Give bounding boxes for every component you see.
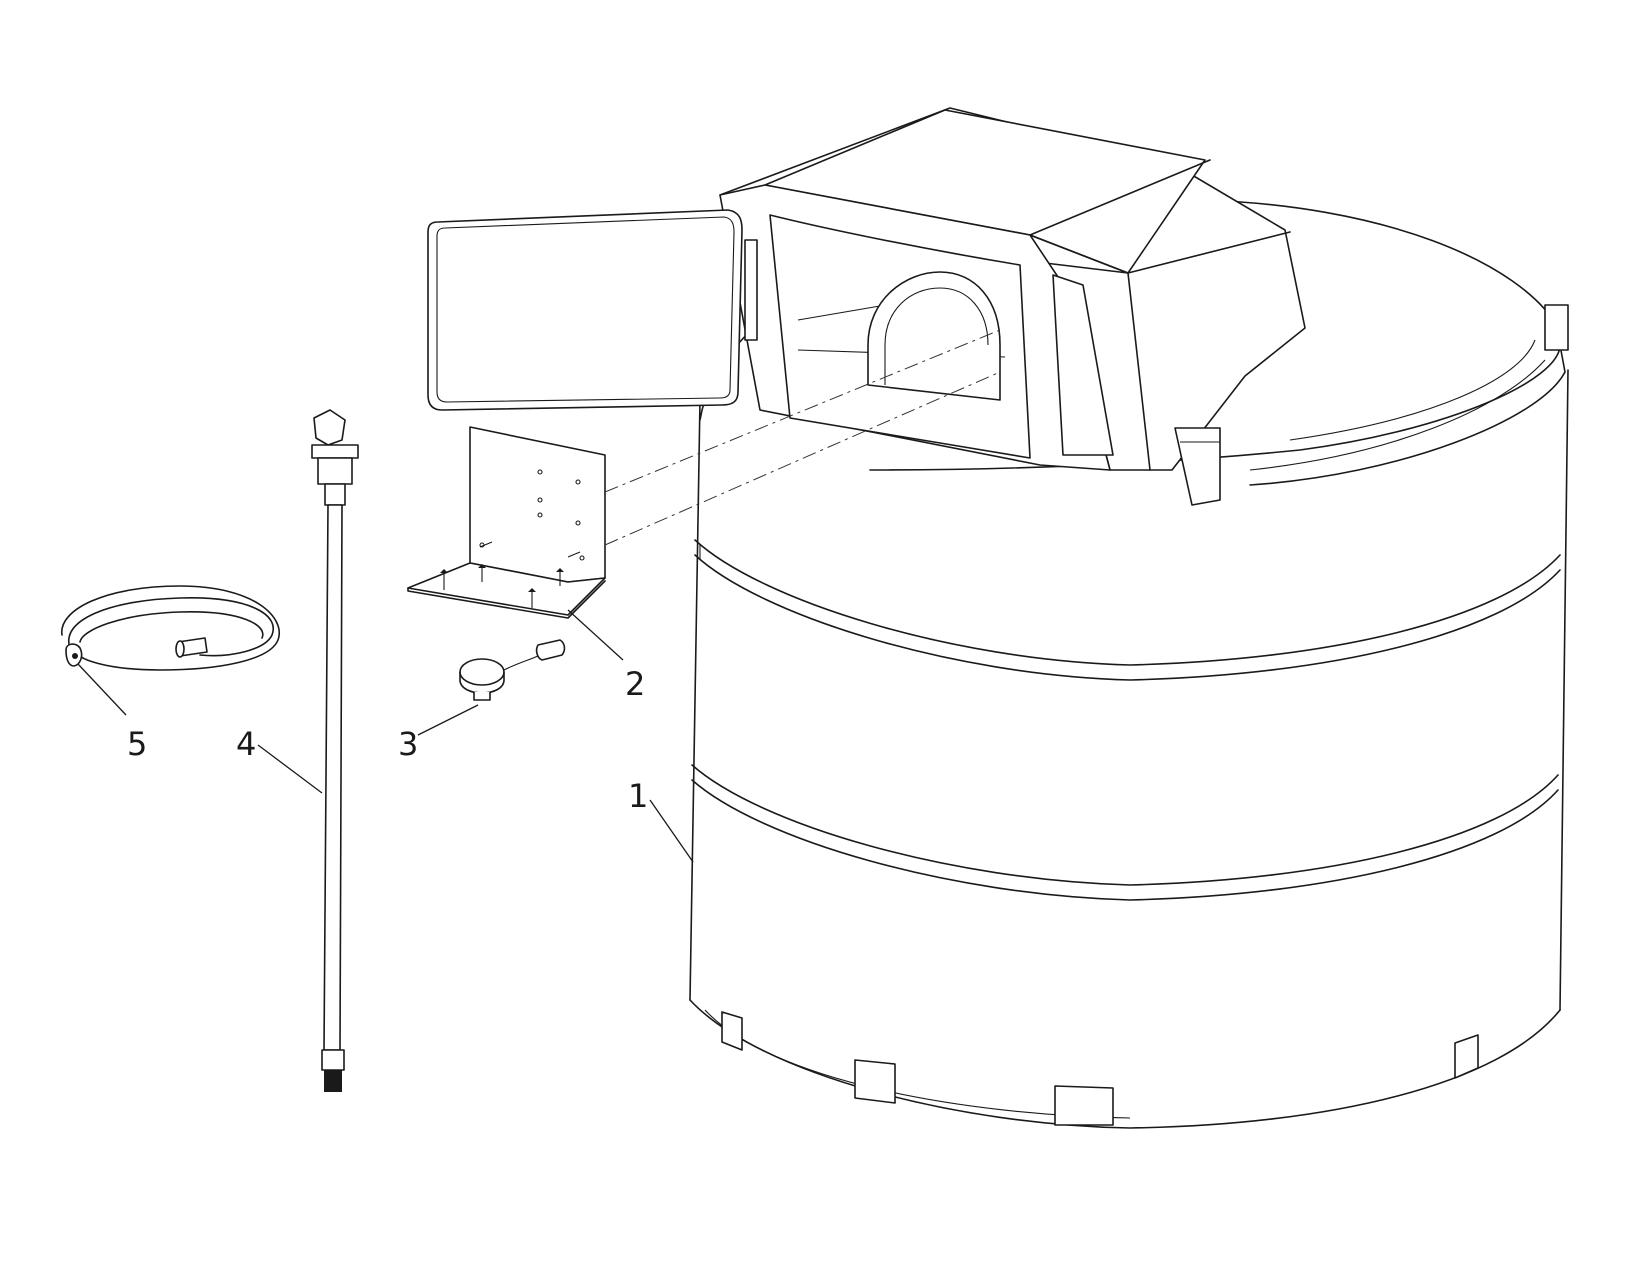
suction-pipe (257, 409, 359, 1092)
callout-4: 4 (236, 725, 256, 763)
dispenser-housing (719, 107, 1569, 506)
callout-5: 5 (127, 725, 147, 763)
coiled-hose (61, 585, 280, 716)
callout-2: 2 (625, 665, 645, 703)
cabinet-door (427, 209, 743, 411)
callout-leader-3 (417, 704, 479, 736)
tank: 1 (628, 107, 1569, 1129)
float-gauge (417, 639, 566, 736)
mounting-bracket (407, 329, 1001, 661)
callout-leader-5 (77, 663, 127, 716)
callout-3: 3 (398, 725, 418, 763)
callout-leader-4 (257, 744, 323, 794)
callout-leader-1 (649, 799, 694, 863)
callout-1: 1 (628, 777, 648, 815)
callout-leader-2 (567, 609, 624, 661)
